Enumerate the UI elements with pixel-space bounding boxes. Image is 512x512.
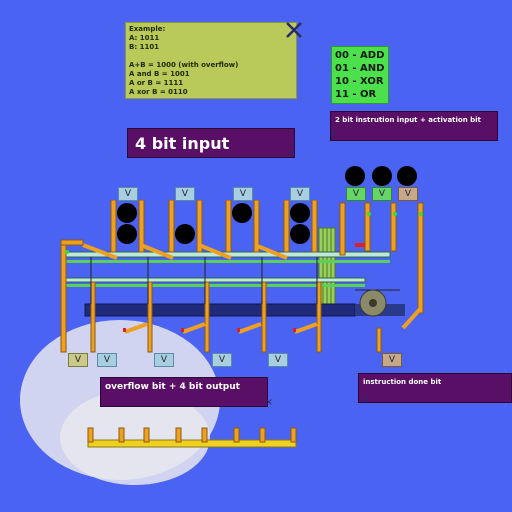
opcode-line: 01 - AND — [335, 63, 385, 74]
ball[interactable] — [232, 203, 252, 223]
delete-x-icon[interactable]: × — [264, 397, 274, 408]
instruction-done-label: instruction done bit — [358, 373, 512, 403]
output-bit-tile[interactable]: V — [68, 353, 88, 367]
ball[interactable] — [290, 203, 310, 223]
instruction-bit-tile[interactable]: V — [346, 187, 366, 201]
ball[interactable] — [117, 203, 137, 223]
bit-input-tile[interactable]: V — [233, 187, 253, 201]
instruction-input-label: 2 bit instrution input + activation bit — [330, 111, 498, 141]
output-bit-tile[interactable]: V — [97, 353, 117, 367]
bit-input-tile[interactable]: V — [118, 187, 138, 201]
output-bit-tile[interactable]: V — [268, 353, 288, 367]
done-bit-tile[interactable]: V — [382, 353, 402, 367]
instruction-bit-tile[interactable]: V — [372, 187, 392, 201]
example-line: Example: — [129, 25, 166, 33]
ball[interactable] — [397, 166, 417, 186]
adder-machine — [60, 200, 424, 353]
example-line: A xor B = 0110 — [129, 88, 188, 96]
four-bit-input-label: 4 bit input — [127, 128, 295, 158]
example-panel: Example: A: 1011 B: 1101 A+B = 1000 (wit… — [125, 22, 297, 99]
example-line: A+B = 1000 (with overflow) — [129, 61, 239, 69]
delete-x-icon[interactable]: × — [329, 130, 339, 141]
close-icon[interactable] — [284, 20, 304, 40]
opcode-line: 10 - XOR — [335, 76, 384, 87]
example-line — [129, 52, 293, 61]
ball[interactable] — [175, 224, 195, 244]
bit-input-tile[interactable]: V — [175, 187, 195, 201]
delete-x-icon[interactable]: × — [360, 395, 370, 406]
ball[interactable] — [345, 166, 365, 186]
opcodes-panel: 00 - ADD 01 - AND 10 - XOR 11 - OR — [331, 46, 389, 104]
ball[interactable] — [372, 166, 392, 186]
output-bit-tile[interactable]: V — [212, 353, 232, 367]
ball[interactable] — [290, 224, 310, 244]
ball[interactable] — [117, 224, 137, 244]
opcode-line: 11 - OR — [335, 89, 377, 100]
bit-input-tile[interactable]: V — [290, 187, 310, 201]
example-line: A and B = 1001 — [129, 70, 190, 78]
output-tray — [87, 427, 297, 448]
delete-x-icon[interactable]: × — [287, 148, 297, 159]
example-line: A: 1011 — [129, 34, 160, 42]
opcode-line: 00 - ADD — [335, 50, 385, 61]
overflow-output-label: overflow bit + 4 bit output — [100, 377, 268, 407]
example-line: A or B = 1111 — [129, 79, 184, 87]
example-line: B: 1101 — [129, 43, 160, 51]
activation-bit-tile[interactable]: V — [398, 187, 418, 201]
output-bit-tile[interactable]: V — [154, 353, 174, 367]
